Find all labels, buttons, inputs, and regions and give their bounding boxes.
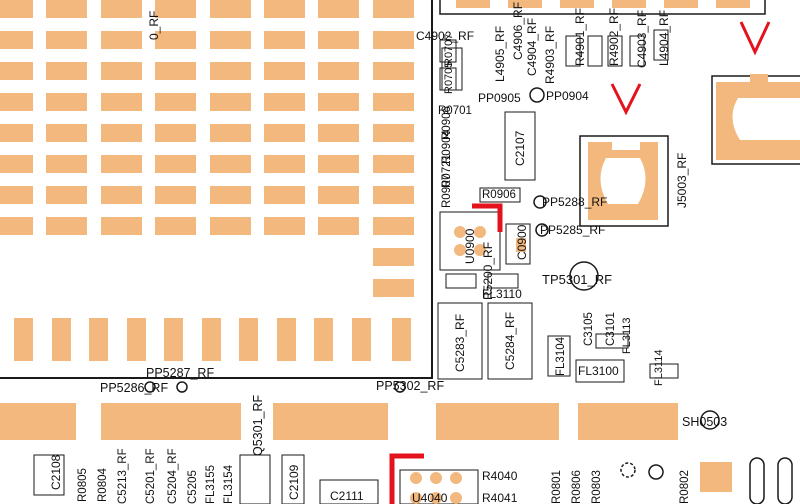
label-c5205: C5205 <box>187 470 199 504</box>
u4040-pads <box>410 472 462 504</box>
marker-corner-u0900 <box>472 203 503 232</box>
module-outline <box>0 0 433 379</box>
label-q5301-rf: Q5301_RF <box>251 394 265 456</box>
label-l4905-rf: L4905_RF <box>493 26 507 82</box>
label-r4903-rf: R4903_RF <box>543 26 557 84</box>
bga-pad-grid <box>0 0 359 235</box>
marker-corner-u4040 <box>389 453 424 504</box>
label-j5003-rf: J5003_RF <box>675 153 689 208</box>
label-c3101: C3101 <box>605 312 617 346</box>
label-c0900: C0900 <box>515 224 529 260</box>
label-u0900: U0900 <box>463 228 477 264</box>
label-r0-rf: 0_RF <box>147 11 161 40</box>
label-fl3110: FL3110 <box>482 287 522 301</box>
label-r0803: R0803 <box>591 470 603 504</box>
label-c5204-rf: C5204_RF <box>167 448 179 504</box>
label-r0801: R0801 <box>551 470 563 504</box>
marker-v-right <box>739 21 771 56</box>
label-c2108: C2108 <box>49 454 63 490</box>
label-c5201-rf: C5201_RF <box>145 448 157 504</box>
label-r5200-rf: R5200_RF <box>481 242 495 300</box>
label-fl3104: FL3104 <box>555 336 567 376</box>
label-c5284-rf: C5284_RF <box>503 312 517 370</box>
label-c5213-rf: C5213_RF <box>117 448 129 504</box>
label-r4040: R4040 <box>482 469 518 483</box>
top-connector-pads <box>456 0 750 8</box>
label-pp5302-rf: PP5302_RF <box>376 379 444 393</box>
label-r0802: R0802 <box>679 470 691 504</box>
label-c2107: C2107 <box>513 130 527 166</box>
label-c4902-rf: C4902_RF <box>416 29 474 43</box>
label-c3105: C3105 <box>583 312 595 346</box>
label-fl3155: FL3155 <box>205 465 217 504</box>
marker-v-left <box>610 83 642 116</box>
test-points <box>144 87 720 480</box>
label-r4041: R4041 <box>482 491 518 504</box>
label-pp5287-rf: PP5287_RF <box>146 366 214 380</box>
label-r4901-rf: R4901_RF <box>573 8 587 66</box>
label-r0904: R0904 <box>441 130 453 164</box>
label-r0805: R0805 <box>77 468 89 502</box>
label-r0806: R0806 <box>571 470 583 504</box>
right-edge-rails <box>749 457 793 504</box>
top-connector-outline <box>439 0 766 15</box>
small-components <box>33 29 679 504</box>
label-c4906-rf: C4906_RF <box>511 2 525 60</box>
right-connector <box>711 74 800 165</box>
label-fl3100: FL3100 <box>578 364 619 378</box>
label-r0907: R0907 <box>441 174 453 208</box>
label-pp0904: PP0904 <box>546 89 589 103</box>
u0900-pads <box>454 226 526 256</box>
bga-right-column-pads <box>373 0 414 297</box>
label-r0707: R0707 <box>443 34 455 66</box>
label-l4904-rf: L4904_RF <box>657 10 671 66</box>
label-c4903-rf: C4903_RF <box>635 10 649 68</box>
vertical-pad-row <box>14 318 411 361</box>
label-r0804: R0804 <box>97 468 109 502</box>
label-sh0503: SH0503 <box>682 415 727 429</box>
label-c4904-rf: C4904_RF <box>525 18 539 76</box>
label-r0701: R0701 <box>438 105 472 117</box>
label-pp5285-rf: PP5285_RF <box>540 223 605 237</box>
label-r0906b: R0906 <box>482 189 516 201</box>
label-u4040: U4040 <box>412 491 448 504</box>
label-tp5301-rf: TP5301_RF <box>542 272 612 287</box>
j5003-connector <box>579 135 669 227</box>
label-c2109: C2109 <box>287 464 301 500</box>
label-pp5286-rf: PP5286_RF <box>100 381 168 395</box>
label-pp0905: PP0905 <box>478 91 521 105</box>
label-fl3154: FL3154 <box>223 464 235 504</box>
label-c2111: C2111 <box>330 489 364 503</box>
misc-pads <box>700 462 732 492</box>
label-c5283-rf: C5283_RF <box>453 314 467 372</box>
bottom-pad-row <box>0 403 678 440</box>
label-r0705: R0705 <box>443 62 455 94</box>
label-r0906: R0906 <box>441 106 453 140</box>
label-r0721: R0721 <box>441 154 453 188</box>
label-fl3114: FL3114 <box>653 350 665 387</box>
label-r4902-rf: R4902_RF <box>607 8 621 66</box>
label-pp5288-rf: PP5288_RF <box>542 195 607 209</box>
label-fl3113: FL3113 <box>621 318 633 355</box>
